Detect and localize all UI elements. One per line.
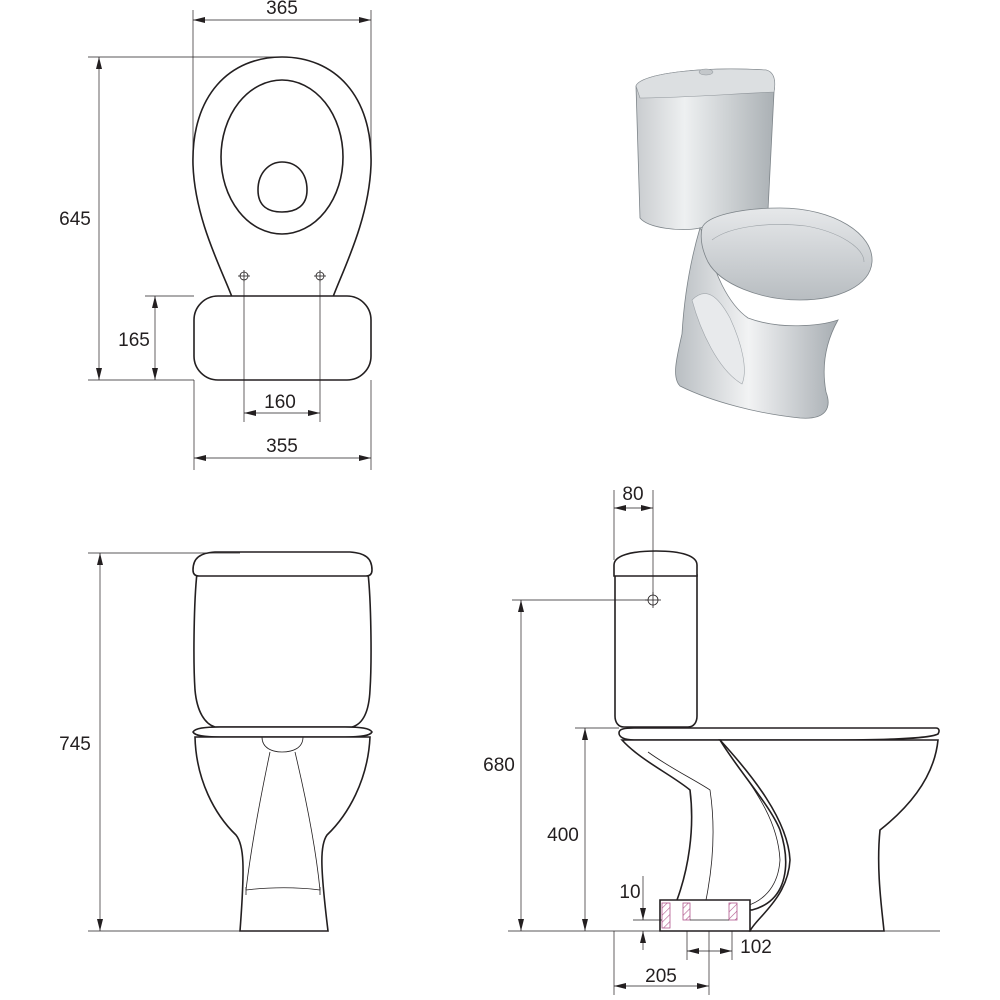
side-seat: [618, 727, 940, 741]
dim-205: 205: [614, 966, 709, 989]
dim-label-cistern-depth: 165: [118, 330, 150, 351]
dim-745: 745: [59, 553, 103, 931]
dim-label-top-depth: 645: [59, 209, 91, 230]
front-view: 745: [59, 551, 373, 932]
outlet-hatch-left: [661, 902, 671, 929]
dim-355: 355: [194, 436, 371, 461]
dim-102: 102: [687, 937, 772, 958]
bolt-hole-left-icon: [238, 270, 250, 282]
dim-label-outlet-distance: 205: [645, 966, 677, 987]
dim-80: 80: [614, 484, 653, 511]
side-bowl: [620, 739, 787, 911]
outlet-hatch-right: [728, 902, 738, 921]
dim-label-inlet-offset: 80: [622, 484, 643, 505]
dim-400: 400: [547, 728, 588, 931]
dim-label-top-width: 365: [266, 0, 298, 19]
render-seat: [700, 207, 873, 301]
top-seat-opening: [220, 79, 344, 235]
dim-645: 645: [59, 57, 102, 380]
top-drain-hole: [257, 161, 308, 213]
dim-label-inlet-height: 680: [483, 755, 515, 776]
product-render: [635, 68, 873, 419]
dim-10: 10: [619, 876, 662, 950]
outlet-hatch-mid: [682, 902, 691, 921]
top-cistern: [193, 295, 372, 381]
top-view: 365 645 165 160 355: [59, 0, 372, 470]
dim-label-floor-offset: 10: [619, 882, 640, 903]
dim-label-outlet-size: 102: [740, 937, 772, 958]
side-tank-lid: [613, 550, 698, 577]
side-tank: [614, 574, 698, 728]
dim-160: 160: [244, 392, 320, 416]
dim-label-bolt-spacing: 160: [264, 392, 296, 413]
front-tank: [193, 572, 372, 728]
front-bowl: [194, 736, 371, 932]
dim-label-cistern-width: 355: [266, 436, 298, 457]
dim-label-seat-height: 400: [547, 825, 579, 846]
dim-365: 365: [193, 0, 371, 23]
side-view: 80 680 400 10 102: [483, 484, 940, 995]
dim-label-front-height: 745: [59, 734, 91, 755]
front-trapway: [261, 736, 304, 753]
dim-165: 165: [118, 296, 158, 380]
front-tank-lid: [192, 551, 373, 577]
dim-680: 680: [483, 600, 524, 931]
render-pedestal: [675, 227, 839, 419]
bolt-hole-right-icon: [314, 270, 326, 282]
front-seat: [192, 726, 373, 738]
